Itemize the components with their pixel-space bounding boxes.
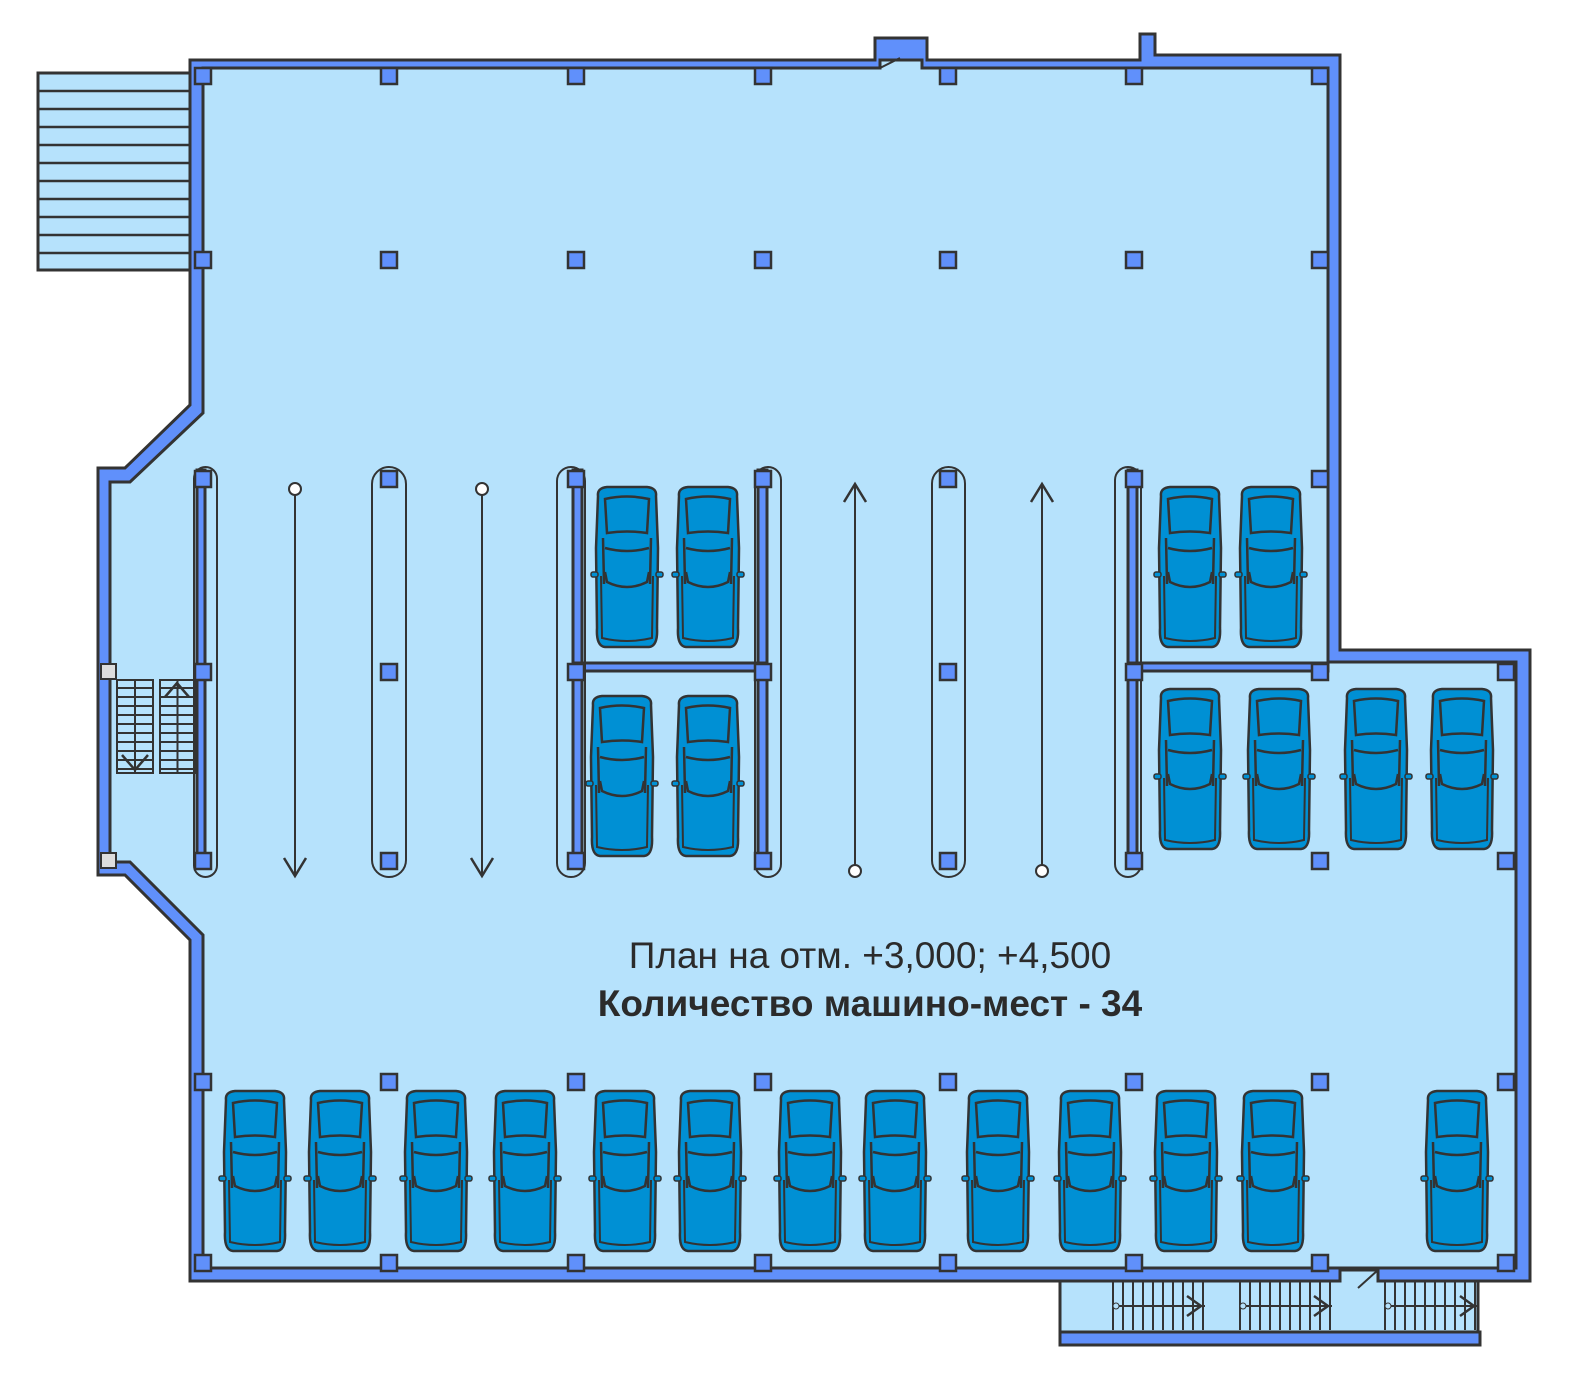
car-icon bbox=[1233, 485, 1309, 649]
column bbox=[1496, 662, 1516, 682]
column bbox=[1124, 851, 1144, 871]
column bbox=[753, 469, 773, 489]
car-icon bbox=[302, 1089, 378, 1253]
car-icon bbox=[672, 1089, 748, 1253]
column bbox=[1310, 469, 1330, 489]
column bbox=[753, 1072, 773, 1092]
column bbox=[1310, 851, 1330, 871]
car-icon bbox=[857, 1089, 933, 1253]
car-icon bbox=[1152, 485, 1228, 649]
column bbox=[566, 469, 586, 489]
column bbox=[566, 1072, 586, 1092]
column bbox=[1310, 66, 1330, 86]
column bbox=[938, 66, 958, 86]
column bbox=[1310, 1253, 1330, 1273]
ramp-separator bbox=[931, 466, 966, 878]
column bbox=[1310, 1072, 1330, 1092]
column bbox=[379, 66, 399, 86]
car-icon bbox=[589, 485, 665, 649]
arrow-icon bbox=[282, 481, 1055, 879]
column bbox=[379, 250, 399, 270]
ramp-separator bbox=[371, 466, 407, 878]
column bbox=[753, 1253, 773, 1273]
column bbox=[379, 662, 399, 682]
column bbox=[1124, 469, 1144, 489]
car-icon bbox=[670, 485, 746, 649]
column bbox=[193, 1253, 213, 1273]
car-icon bbox=[584, 694, 660, 858]
column bbox=[753, 250, 773, 270]
column bbox=[1124, 1253, 1144, 1273]
parking-count-label: Количество машино-мест - 34 bbox=[597, 983, 1143, 1024]
floor-area bbox=[108, 58, 1518, 1270]
column bbox=[938, 1072, 958, 1092]
column bbox=[1124, 662, 1144, 682]
car-icon bbox=[670, 694, 746, 858]
column bbox=[753, 66, 773, 86]
column bbox=[566, 851, 586, 871]
car-icon bbox=[1424, 687, 1500, 851]
column bbox=[1496, 1072, 1516, 1092]
column bbox=[193, 469, 213, 489]
column bbox=[1124, 1072, 1144, 1092]
car-icon bbox=[487, 1089, 563, 1253]
column bbox=[938, 469, 958, 489]
column bbox=[1496, 851, 1516, 871]
column bbox=[753, 851, 773, 871]
column bbox=[566, 66, 586, 86]
car-icon bbox=[1052, 1089, 1128, 1253]
stairs-icon bbox=[100, 663, 196, 869]
column bbox=[379, 1072, 399, 1092]
columns bbox=[193, 66, 1516, 1273]
car-icon bbox=[1419, 1089, 1495, 1253]
plan-title: План на отм. +3,000; +4,500 bbox=[628, 935, 1112, 976]
column bbox=[566, 250, 586, 270]
column bbox=[566, 662, 586, 682]
stairs-icon bbox=[36, 71, 194, 272]
column bbox=[938, 662, 958, 682]
column bbox=[193, 851, 213, 871]
column bbox=[938, 250, 958, 270]
column bbox=[1124, 250, 1144, 270]
column bbox=[1310, 250, 1330, 270]
car-icon bbox=[217, 1089, 293, 1253]
column bbox=[938, 1253, 958, 1273]
column bbox=[193, 1072, 213, 1092]
car-icon bbox=[398, 1089, 474, 1253]
car-icon bbox=[587, 1089, 663, 1253]
column bbox=[1496, 1253, 1516, 1273]
column bbox=[193, 66, 213, 86]
car-icon bbox=[1148, 1089, 1224, 1253]
column bbox=[193, 250, 213, 270]
car-icon bbox=[1152, 687, 1228, 851]
car-icon bbox=[1235, 1089, 1311, 1253]
column bbox=[379, 851, 399, 871]
column bbox=[379, 469, 399, 489]
column bbox=[566, 1253, 586, 1273]
column bbox=[193, 662, 213, 682]
column bbox=[1124, 66, 1144, 86]
car-icon bbox=[772, 1089, 848, 1253]
column bbox=[1310, 662, 1330, 682]
column bbox=[753, 662, 773, 682]
car-icon bbox=[1338, 687, 1414, 851]
car-icon bbox=[960, 1089, 1036, 1253]
car-icon bbox=[1241, 687, 1317, 851]
column bbox=[938, 851, 958, 871]
column bbox=[379, 1253, 399, 1273]
